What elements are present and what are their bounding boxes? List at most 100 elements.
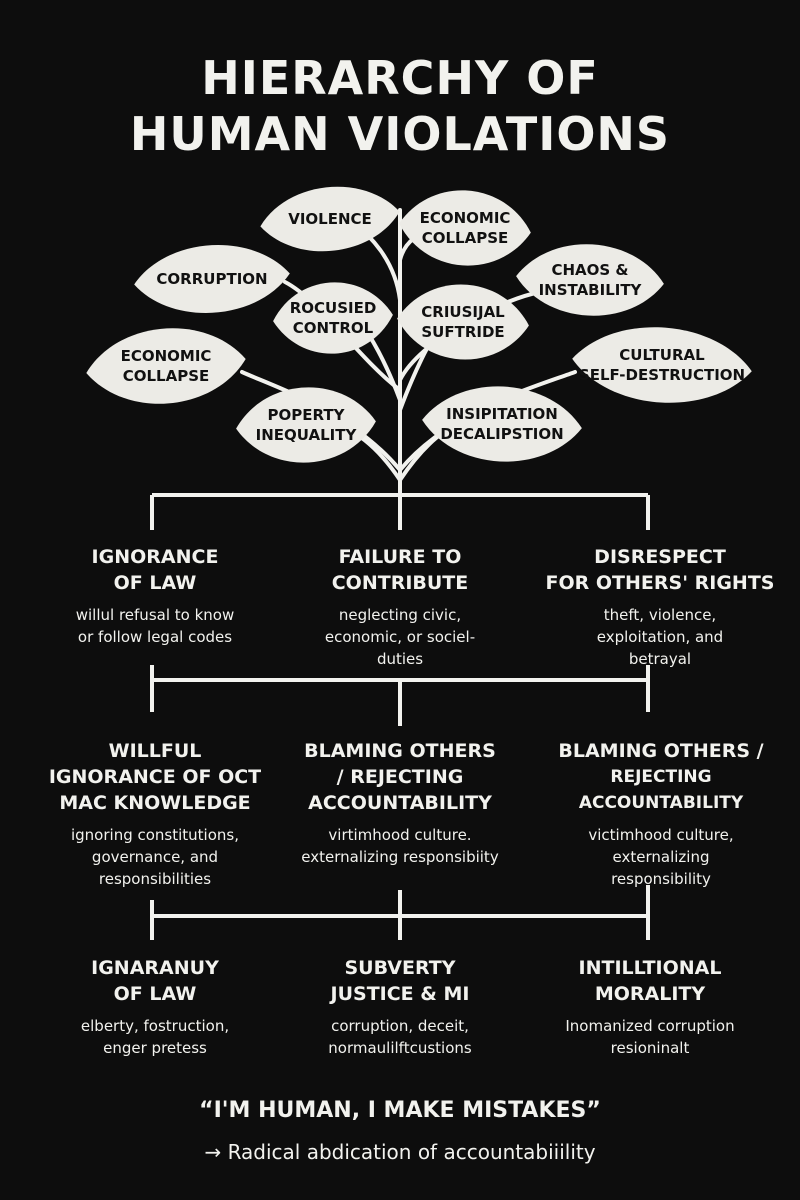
leaf-violence: VIOLENCE: [260, 186, 400, 252]
leaf-shape: [422, 386, 582, 462]
leaf-label: CORRUPTION: [156, 270, 267, 288]
leaf-economic-collapse-top: ECONOMIC COLLAPSE: [399, 190, 531, 266]
leaf-label: ROCUSIED: [290, 299, 377, 317]
node-description-line: resioninalt: [610, 1039, 690, 1057]
node-description-line: willul refusal to know: [75, 606, 235, 624]
leaf-shape: [260, 186, 400, 252]
node-heading-line: REJECTING ACCOUNTABILITY: [578, 767, 744, 813]
node-heading: DISRESPECT FOR OTHERS' RIGHTS: [540, 544, 780, 596]
node-description-line: neglecting civic,: [338, 606, 462, 624]
node-description: virtimhood culture. externalizing respon…: [280, 824, 520, 868]
node-description: corruption, deceit, normaulilftcustions: [280, 1015, 520, 1059]
node-description-line: duties: [376, 650, 424, 668]
leaf-label: COLLAPSE: [422, 229, 509, 247]
node-heading-line: / REJECTING: [336, 766, 464, 788]
node-description-line: virtimhood culture.: [328, 826, 472, 844]
node-description-line: enger pretess: [103, 1039, 207, 1057]
leaf-label: VIOLENCE: [288, 210, 372, 228]
node-description-line: governance, and: [91, 848, 219, 866]
node-description-line: victimhood culture,: [588, 826, 734, 844]
node-description-line: corruption, deceit,: [331, 1017, 469, 1035]
leaf-label: CHAOS &: [551, 261, 628, 279]
node-blaming-others-right: BLAMING OTHERS / REJECTING ACCOUNTABILIT…: [530, 738, 792, 890]
node-heading: IGNARANUY OF LAW: [35, 955, 275, 1007]
node-description-line: externalizing: [612, 848, 710, 866]
node-heading-line: JUSTICE & MI: [330, 983, 470, 1005]
leaf-label: COLLAPSE: [123, 367, 210, 385]
node-heading: BLAMING OTHERS / REJECTING ACCOUNTABILIT…: [280, 738, 520, 816]
node-intilltional-morality: INTILLTIONAL MORALITY Inomanized corrupt…: [530, 955, 770, 1059]
node-description-line: or follow legal codes: [77, 628, 233, 646]
leaf-shape: [236, 387, 376, 463]
node-heading: BLAMING OTHERS / REJECTING ACCOUNTABILIT…: [530, 738, 792, 816]
node-description: elberty, fostruction, enger pretess: [35, 1015, 275, 1059]
node-heading-line: CONTRIBUTE: [331, 572, 469, 594]
node-heading-line: WILLFUL: [108, 740, 202, 762]
node-heading-line: DISRESPECT: [594, 546, 726, 568]
node-description: willul refusal to know or follow legal c…: [35, 604, 275, 648]
leaf-label: INSTABILITY: [539, 281, 643, 299]
node-description-line: responsibility: [611, 870, 711, 888]
leaf-label: CONTROL: [293, 319, 374, 337]
leaf-label: SELF-DESTRUCTION: [579, 366, 745, 384]
node-heading-line: OF LAW: [113, 983, 197, 1005]
node-ignorance-of-law: IGNORANCE OF LAW willul refusal to know …: [35, 544, 275, 648]
node-failure-to-contribute: FAILURE TO CONTRIBUTE neglecting civic, …: [280, 544, 520, 670]
node-heading-line: SUBVERTY: [344, 957, 456, 979]
leaf-shape: [86, 328, 246, 404]
title-line-1: HIERARCHY OF: [201, 51, 599, 105]
node-heading: FAILURE TO CONTRIBUTE: [280, 544, 520, 596]
page-title: HIERARCHY OF HUMAN VIOLATIONS: [0, 50, 800, 162]
leaf-label: CRIUSIJAL: [421, 303, 505, 321]
node-description: victimhood culture, externalizing respon…: [530, 824, 792, 890]
node-heading-line: BLAMING OTHERS: [304, 740, 496, 762]
node-heading: SUBVERTY JUSTICE & MI: [280, 955, 520, 1007]
node-description-line: normaulilftcustions: [328, 1039, 472, 1057]
node-heading-line: BLAMING OTHERS /: [558, 740, 764, 762]
node-heading-line: OF LAW: [113, 572, 197, 594]
node-heading-line: FOR OTHERS' RIGHTS: [545, 572, 775, 594]
node-ignaranuy-of-law: IGNARANUY OF LAW elberty, fostruction, e…: [35, 955, 275, 1059]
node-subverty-justice: SUBVERTY JUSTICE & MI corruption, deceit…: [280, 955, 520, 1059]
node-description-line: exploitation, and: [596, 628, 724, 646]
node-willful-ignorance: WILLFUL IGNORANCE OF OCT MAC KNOWLEDGE i…: [35, 738, 275, 890]
leaf-shape: [516, 244, 664, 316]
node-heading: WILLFUL IGNORANCE OF OCT MAC KNOWLEDGE: [35, 738, 275, 816]
hierarchy-connectors: [150, 493, 650, 940]
node-description-line: economic, or sociel-: [324, 628, 476, 646]
node-heading-line: IGNORANCE OF OCT: [48, 766, 262, 788]
leaf-economic-collapse-left: ECONOMIC COLLAPSE: [86, 328, 246, 404]
leaf-rocusied: ROCUSIED CONTROL: [273, 282, 393, 354]
leaf-shape: [273, 282, 393, 354]
node-heading-line: IGNORANCE: [91, 546, 219, 568]
leaf-label: DECALIPSTION: [440, 425, 563, 443]
title-line-2: HUMAN VIOLATIONS: [129, 107, 671, 161]
node-description: theft, violence, exploitation, and betra…: [540, 604, 780, 670]
node-blaming-others-center: BLAMING OTHERS / REJECTING ACCOUNTABILIT…: [280, 738, 520, 868]
node-heading: IGNORANCE OF LAW: [35, 544, 275, 596]
tree-leaves: VIOLENCE ECONOMIC COLLAPSE CORRUPTION CHAOS …: [86, 186, 752, 463]
leaf-shape: [572, 327, 752, 403]
leaf-label: ECONOMIC: [420, 209, 511, 227]
node-heading-line: INTILLTIONAL: [578, 957, 722, 979]
node-description: Inomanized corruption resioninalt: [530, 1015, 770, 1059]
leaf-shape: [134, 245, 290, 313]
leaf-label: ECONOMIC: [121, 347, 212, 365]
leaf-chaos: CHAOS & INSTABILITY: [516, 244, 664, 316]
footer-tagline: → Radical abdication of accountabiiility: [204, 1140, 596, 1164]
node-description-line: responsibilities: [98, 870, 212, 888]
node-description-line: Inomanized corruption: [565, 1017, 735, 1035]
node-description-line: theft, violence,: [603, 606, 717, 624]
node-heading-line: ACCOUNTABILITY: [308, 792, 492, 814]
leaf-shape: [399, 190, 531, 266]
node-description: neglecting civic, economic, or sociel- d…: [280, 604, 520, 670]
node-heading-line: IGNARANUY: [91, 957, 219, 979]
node-description-line: betrayal: [628, 650, 692, 668]
node-disrespect-for-others-rights: DISRESPECT FOR OTHERS' RIGHTS theft, vio…: [540, 544, 780, 670]
leaf-label: SUFTRIDE: [421, 323, 504, 341]
leaf-corruption: CORRUPTION: [134, 245, 290, 313]
node-heading-line: MAC KNOWLEDGE: [59, 792, 251, 814]
